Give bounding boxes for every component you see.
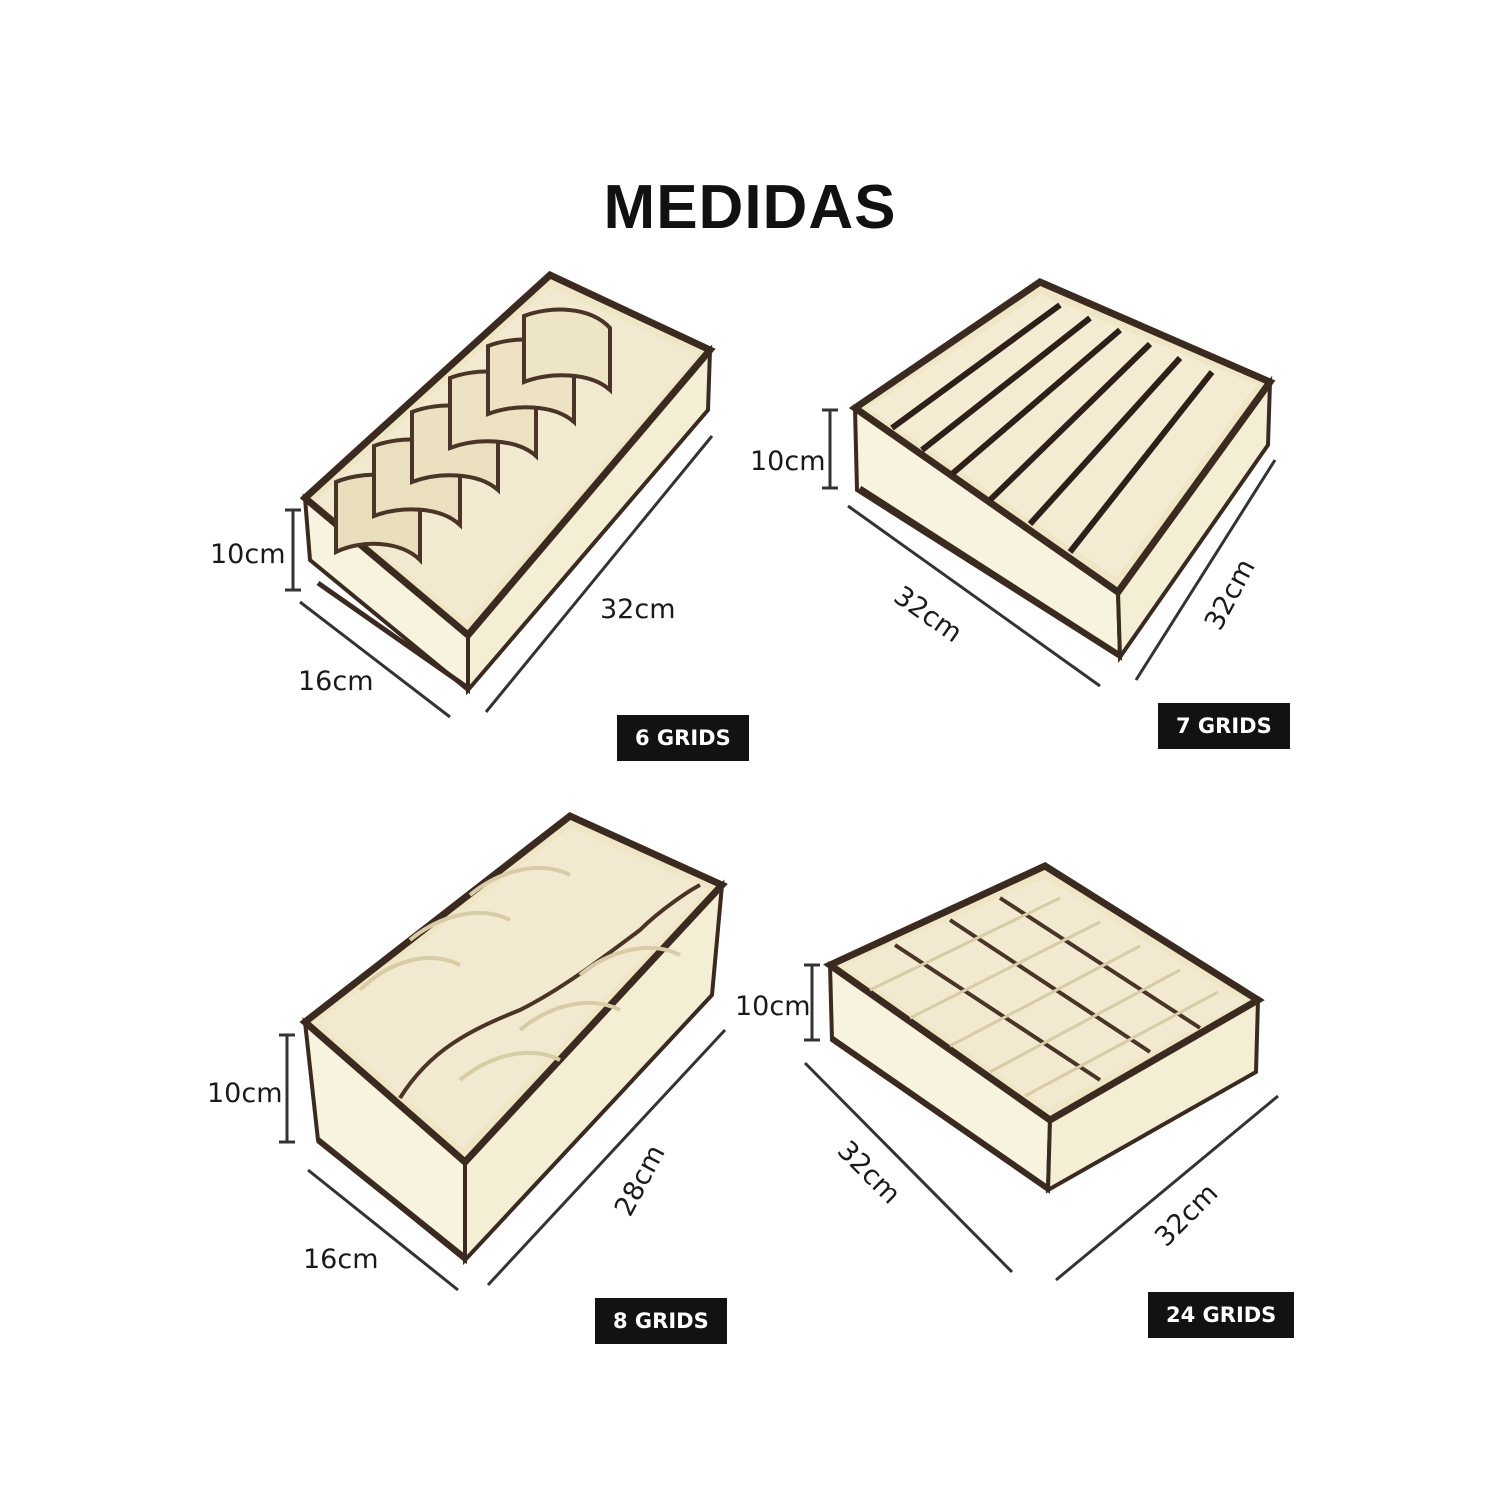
badge-24-grids: 24 GRIDS [1148,1292,1295,1338]
page-title: MEDIDAS [603,173,897,242]
box-6-height-label: 10cm [210,539,286,570]
organizer-8-grids-image [299,811,728,1266]
badge-8-grids: 8 GRIDS [595,1298,727,1344]
dimension-lines-8-grids [279,1028,727,1292]
box-8-width-label: 16cm [303,1244,379,1275]
badge-6-grids: 6 GRIDS [617,715,749,761]
box-24-width-label: 32cm [831,1135,906,1210]
box-24-height-label: 10cm [735,991,811,1022]
box-7-width-label: 32cm [888,580,968,649]
box-8-length-label: 28cm [609,1140,672,1221]
dimension-lines-6-grids [285,435,714,719]
box-24-length-label: 32cm [1149,1178,1224,1253]
box-6-width-label: 16cm [298,666,374,697]
badge-7-grids: 7 GRIDS [1158,703,1290,749]
organizer-7-grids-image [848,278,1276,664]
organizer-6-grids-image [299,270,716,696]
box-8-height-label: 10cm [207,1078,283,1109]
dimension-lines-7-grids [822,408,1277,688]
box-7-height-label: 10cm [750,446,826,477]
box-6-length-label: 32cm [600,594,676,625]
organizer-24-grids-image [823,862,1265,1194]
dimension-lines-24-grids [803,963,1279,1282]
